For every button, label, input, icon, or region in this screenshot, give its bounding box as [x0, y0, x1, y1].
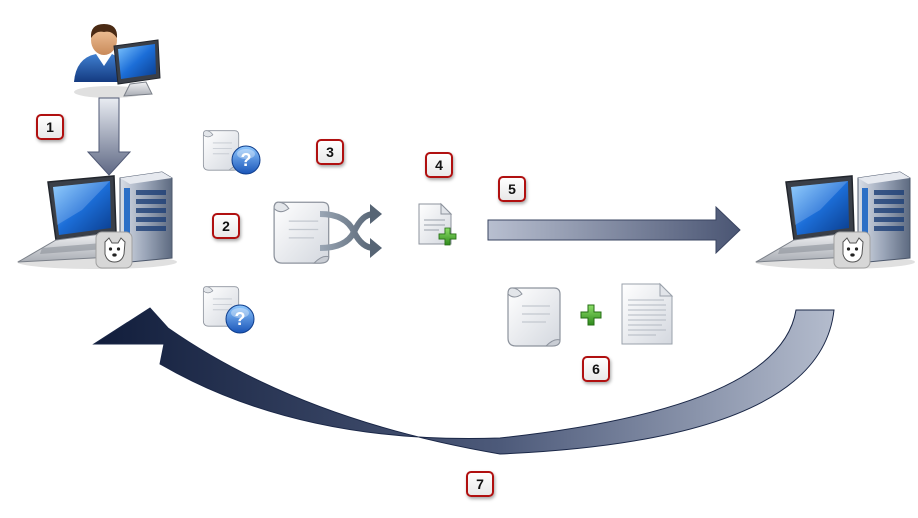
- server-machine-icon: [754, 171, 916, 270]
- down-arrow: [86, 97, 132, 176]
- user-at-computer-icon: [74, 24, 161, 98]
- client-machine-icon: [16, 171, 178, 270]
- step-badge-7: 7: [466, 471, 494, 497]
- document-add-icon: [418, 202, 457, 246]
- step-badge-3: 3: [316, 139, 344, 165]
- scroll-question-icon: [202, 286, 255, 334]
- return-arrow: [92, 307, 835, 455]
- scroll-icon: [507, 287, 561, 347]
- plus-icon: [580, 304, 602, 326]
- step-badge-6: 6: [582, 356, 610, 382]
- scroll-shuffle-icon: [273, 201, 382, 264]
- step-badge-5: 5: [498, 176, 526, 202]
- document-icon: [621, 282, 674, 345]
- step-badge-2: 2: [212, 213, 240, 239]
- step-badge-4: 4: [425, 152, 453, 178]
- right-arrow: [487, 205, 741, 255]
- scroll-question-icon: [202, 130, 261, 175]
- step-badge-1: 1: [36, 114, 64, 140]
